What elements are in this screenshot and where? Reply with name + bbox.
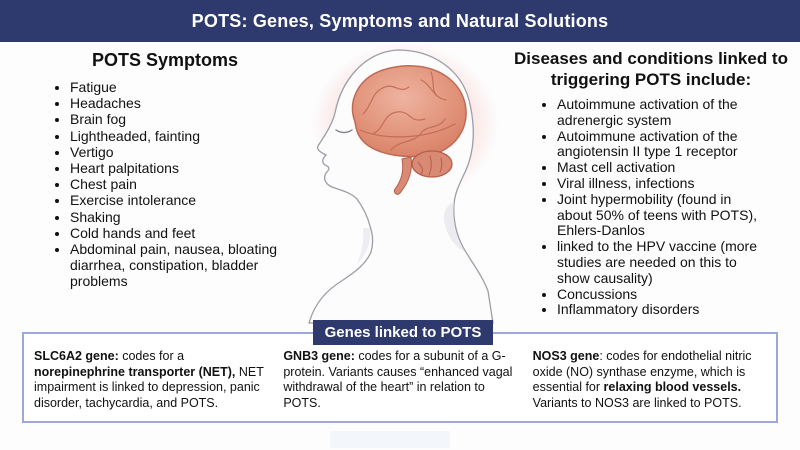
conditions-list: Autoimmune activation of the adrenergic … <box>505 96 797 318</box>
gene-block-slc6a2: SLC6A2 gene: codes for a norepinephrine … <box>34 349 264 410</box>
list-item: Exercise intolerance <box>70 192 302 208</box>
symptoms-title: POTS Symptoms <box>91 50 239 70</box>
header-banner: POTS: Genes, Symptoms and Natural Soluti… <box>0 0 800 42</box>
list-item: Abdominal pain, nausea, bloating diarrhe… <box>70 241 302 290</box>
conditions-title: Diseases and conditions linked to trigge… <box>514 49 788 89</box>
head-profile-brain-icon <box>308 42 499 324</box>
list-item: Inflammatory disorders <box>557 302 765 318</box>
conditions-panel: Diseases and conditions linked to trigge… <box>505 48 797 318</box>
genes-banner-label: Genes linked to POTS <box>324 324 482 341</box>
gene-block-nos3: NOS3 gene: codes for endothelial nitric … <box>532 349 752 410</box>
list-item: Chest pain <box>70 176 302 192</box>
symptoms-panel: POTS Symptoms FatigueHeadachesBrain fogL… <box>30 50 308 290</box>
list-item: Autoimmune activation of the angiotensin… <box>557 128 765 161</box>
list-item: linked to the HPV vaccine (more studies … <box>557 238 765 286</box>
gene-block-gnb3: GNB3 gene: codes for a subunit of a G-pr… <box>283 349 513 410</box>
list-item: Joint hypermobility (found in about 50% … <box>557 191 765 239</box>
list-item: Cold hands and feet <box>70 225 302 241</box>
watermark-remnant <box>330 431 450 448</box>
genes-banner: Genes linked to POTS <box>313 320 493 345</box>
list-item: Vertigo <box>70 144 302 160</box>
head-brain-illustration <box>303 42 501 324</box>
list-item: Fatigue <box>70 79 302 95</box>
list-item: Lightheaded, fainting <box>70 128 302 144</box>
list-item: Headaches <box>70 95 302 111</box>
list-item: Viral illness, infections <box>557 175 765 192</box>
list-item: Mast cell activation <box>557 159 765 176</box>
list-item: Concussions <box>557 286 765 303</box>
page-title: POTS: Genes, Symptoms and Natural Soluti… <box>191 10 609 31</box>
list-item: Autoimmune activation of the adrenergic … <box>557 96 765 129</box>
symptoms-list: FatigueHeadachesBrain fogLightheaded, fa… <box>30 79 308 290</box>
list-item: Brain fog <box>70 111 302 127</box>
list-item: Shaking <box>70 209 302 225</box>
list-item: Heart palpitations <box>70 160 302 176</box>
genes-box: SLC6A2 gene: codes for a norepinephrine … <box>22 332 778 423</box>
